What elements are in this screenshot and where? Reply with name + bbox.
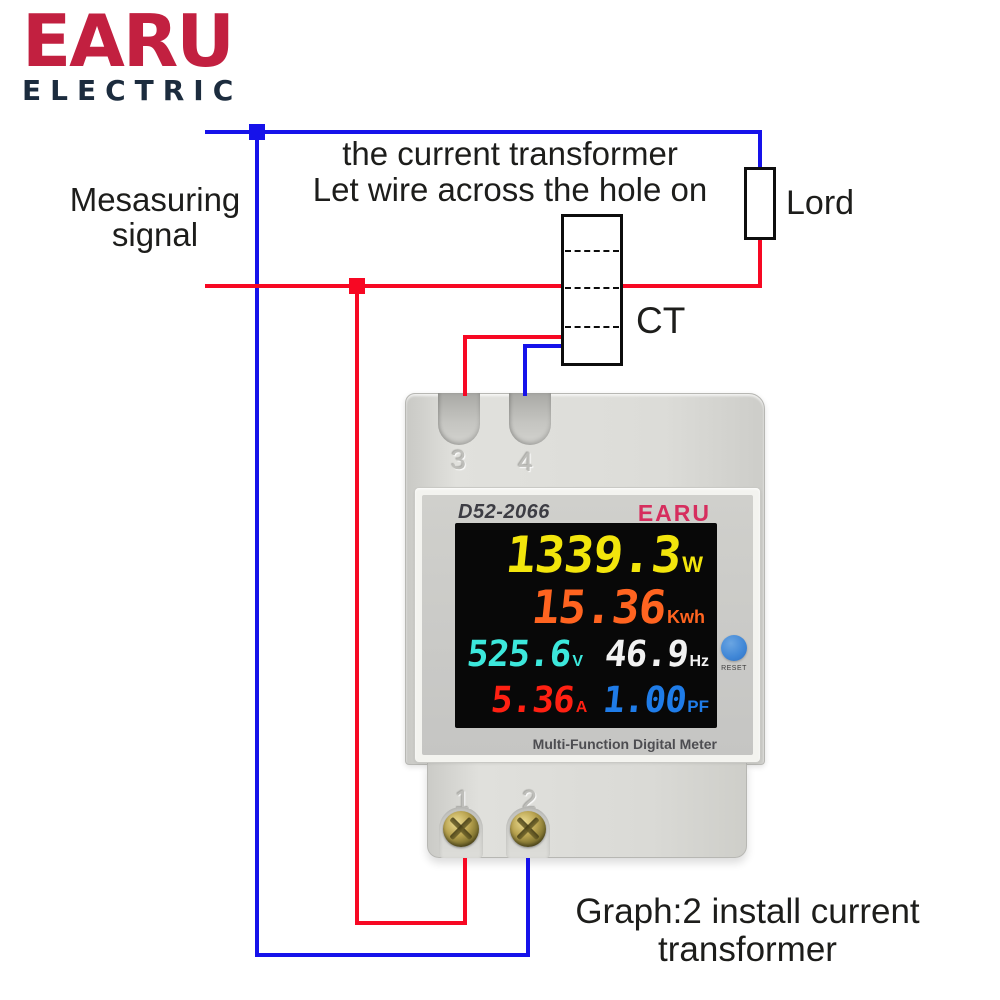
- terminal-2-screw: [510, 811, 546, 847]
- wire-red-left-vertical: [355, 284, 359, 925]
- current-unit: A: [575, 699, 588, 716]
- wire-red-ct-horizontal: [465, 335, 563, 339]
- junction-red: [349, 278, 365, 294]
- top-note-line2: Let wire across the hole on: [312, 171, 708, 208]
- wire-blue-to-load: [758, 130, 762, 170]
- load-label: Lord: [786, 184, 855, 222]
- wire-blue-terminal4: [523, 344, 527, 396]
- wire-blue-bottom: [255, 953, 530, 957]
- logo-sub-text: ELECTRIC: [22, 74, 243, 107]
- current-transformer-symbol: [561, 214, 623, 366]
- measuring-line2: signal: [111, 216, 199, 253]
- display-bezel: D52-2066 EARU 1339.3 W 15.36 Kwh 525.6: [415, 488, 760, 762]
- voltage-group: 525.6 V: [464, 634, 584, 675]
- lcd-row-voltage-frequency: 525.6 V 46.9 Hz: [464, 634, 709, 675]
- top-note: the current transformer Let wire across …: [270, 136, 750, 208]
- caption-line2: transformer: [658, 930, 837, 969]
- current-value: 5.36: [488, 680, 576, 721]
- top-note-line1: the current transformer: [342, 135, 678, 172]
- figure-caption: Graph:2 install current transformer: [555, 893, 940, 969]
- wire-red-main: [205, 284, 762, 288]
- wire-red-terminal3: [463, 335, 467, 396]
- reset-button: [721, 635, 747, 661]
- terminal-slot-4: [509, 393, 551, 445]
- load-resistor-symbol: [744, 167, 776, 240]
- terminal-1-screw: [443, 811, 479, 847]
- energy-unit: Kwh: [667, 607, 705, 627]
- terminal-4-label: 4: [518, 447, 534, 477]
- logo: EARU ELECTRIC: [22, 0, 243, 107]
- frequency-group: 46.9 Hz: [602, 634, 709, 675]
- junction-blue: [249, 124, 265, 140]
- measuring-signal-label: Mesasuring signal: [55, 182, 255, 252]
- power-factor-value: 1.00: [600, 680, 688, 721]
- wire-red-terminal1: [463, 858, 467, 925]
- caption-line1: Graph:2 install current: [575, 892, 920, 931]
- frequency-value: 46.9: [602, 634, 690, 675]
- current-group: 5.36 A: [467, 680, 588, 721]
- terminal-3-label: 3: [451, 445, 467, 475]
- wire-blue-terminal2: [526, 858, 530, 957]
- lcd-row-current-pf: 5.36 A 1.00 PF: [467, 680, 709, 721]
- meter-device: 3 4 D52-2066 EARU 1339.3 W 15.36 Kwh: [405, 393, 765, 860]
- ct-dashed-line: [565, 250, 619, 252]
- power-value: 1339.3: [502, 526, 684, 584]
- power-factor-unit: PF: [687, 697, 709, 716]
- reset-button-label: RESET: [721, 665, 747, 672]
- power-factor-group: 1.00 PF: [600, 680, 709, 721]
- lcd-row-energy: 15.36 Kwh: [528, 580, 705, 634]
- voltage-unit: V: [572, 653, 584, 670]
- lcd-screen: 1339.3 W 15.36 Kwh 525.6 V 46.9: [455, 523, 717, 728]
- terminal-slot-3: [438, 393, 480, 445]
- ct-dashed-line: [565, 287, 619, 289]
- panel-brand-text: EARU: [637, 500, 711, 526]
- ct-dashed-line: [565, 326, 619, 328]
- meter-footer-text: Multi-Function Digital Meter: [532, 736, 717, 752]
- energy-value: 15.36: [528, 580, 668, 634]
- wire-red-from-load: [758, 238, 762, 288]
- wire-blue-ct-horizontal: [527, 344, 563, 348]
- wire-blue-top: [205, 130, 762, 134]
- measuring-line1: Mesasuring: [69, 181, 241, 218]
- lcd-row-power: 1339.3 W: [502, 526, 703, 584]
- power-unit: W: [682, 552, 703, 577]
- ct-label: CT: [636, 300, 686, 341]
- wire-red-bottom: [355, 921, 467, 925]
- display-panel: D52-2066 EARU 1339.3 W 15.36 Kwh 525.6: [422, 495, 753, 755]
- logo-brand-text: EARU: [22, 0, 235, 83]
- voltage-value: 525.6: [464, 634, 573, 675]
- wire-blue-left-vertical: [255, 130, 259, 957]
- frequency-unit: Hz: [689, 653, 709, 670]
- model-number: D52-2066: [458, 501, 550, 523]
